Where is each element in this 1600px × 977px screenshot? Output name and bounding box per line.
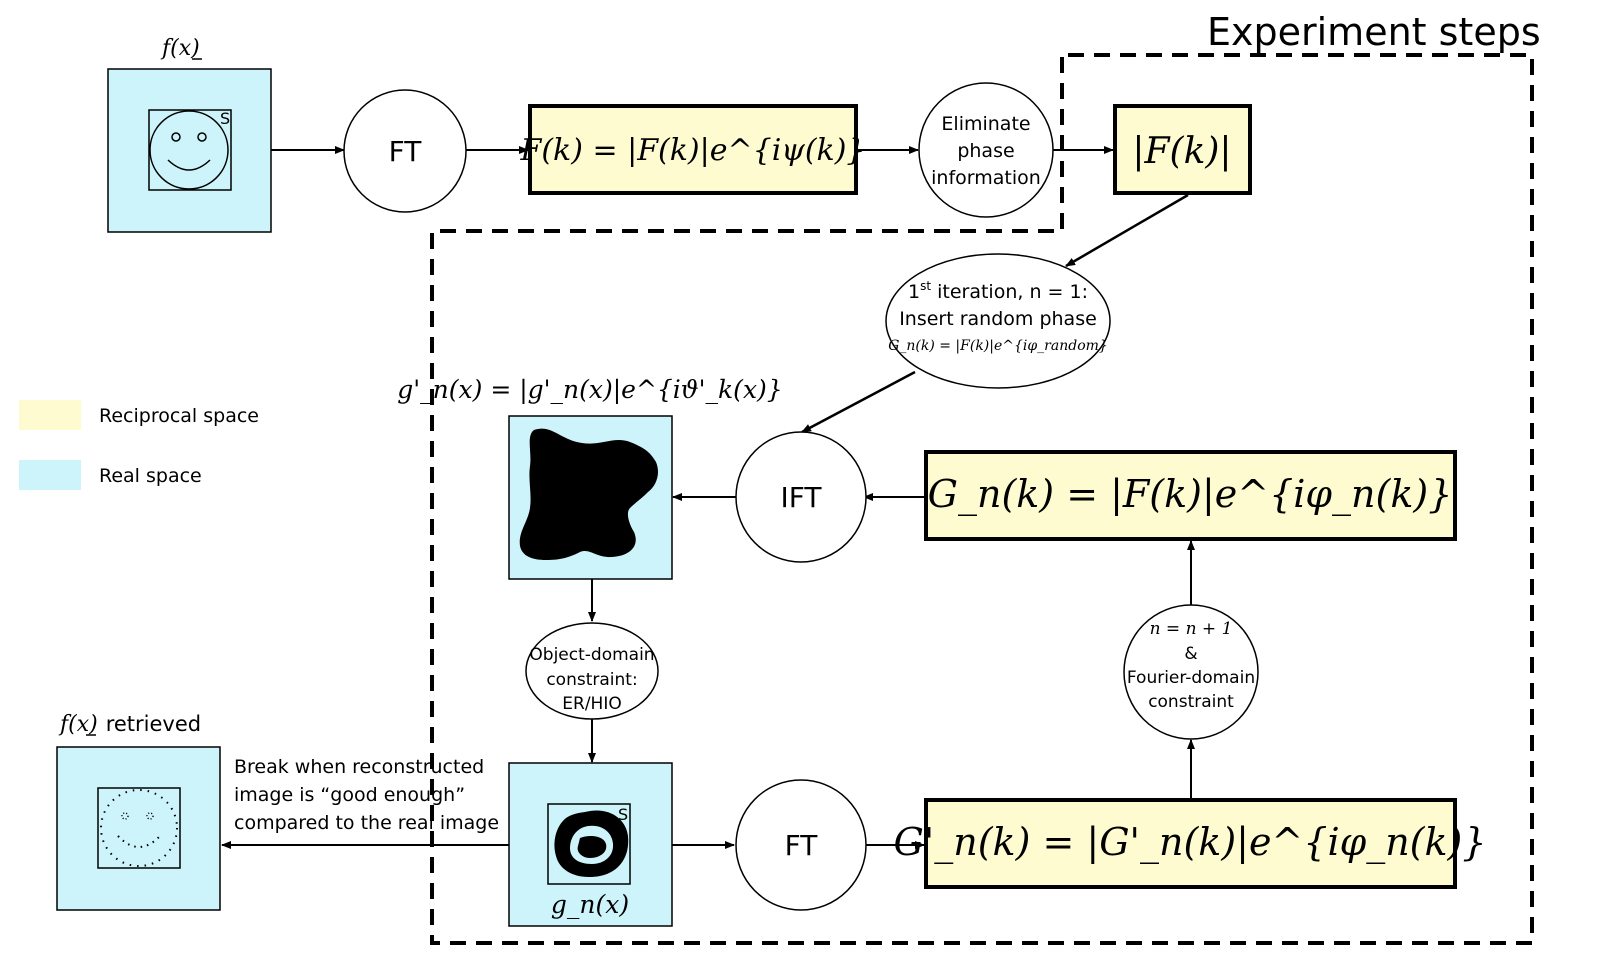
gn-real-label: g_n(x): [551, 890, 629, 919]
gprime-real-equation: g'_n(x) = |g'_n(x)|e^{iϑ'_k(x)}: [397, 375, 782, 405]
break-text-line-2: image is “good enough”: [234, 784, 465, 806]
diagram-title: Experiment steps: [1207, 10, 1541, 54]
eliminate-line-3: information: [931, 167, 1041, 189]
reconstructed-blob-icon: [519, 428, 659, 560]
iteration-line-1: 1st iteration, n = 1:: [908, 279, 1088, 303]
eliminate-line-1: Eliminate: [941, 113, 1030, 135]
gprime-fourier-box: [924, 798, 1457, 889]
iteration-line-3: G_n(k) = |F(k)|e^{iφ_random}: [888, 338, 1108, 354]
fourier-transform-box: [528, 104, 858, 195]
legend-reciprocal-label: Reciprocal space: [99, 405, 259, 427]
eliminate-line-2: phase: [957, 140, 1014, 162]
ft-label-bottom: FT: [785, 829, 819, 862]
input-function-label: f(x): [160, 36, 200, 61]
gn-fourier-equation: G_n(k) = |F(k)|e^{iφ_n(k)}: [928, 472, 1453, 517]
fourier-constraint-line-4: constraint: [1148, 692, 1234, 712]
ft-label-top: FT: [389, 135, 423, 168]
legend-reciprocal-swatch: [19, 400, 81, 430]
magnitude-box: [1113, 104, 1252, 195]
retrieved-support-box: [97, 787, 181, 869]
object-constraint-line-1: Object-domain: [529, 645, 654, 665]
break-text-line-1: Break when reconstructed: [234, 756, 484, 778]
retrieved-label: f(x)retrieved: [58, 712, 201, 737]
arrow-iteration-to-ift: [801, 370, 916, 434]
smiley-face-icon: [149, 110, 229, 190]
object-constraint-line-3: ER/HIO: [562, 694, 621, 714]
fourier-constraint-line-3: Fourier-domain: [1127, 668, 1255, 688]
gprime-fourier-equation: G'_n(k) = |G'_n(k)|e^{iφ_n(k)}: [893, 820, 1486, 865]
magnitude-equation: |F(k)|: [1132, 131, 1231, 172]
fourier-transform-equation: F(k) = |F(k)|e^{iψ(k)}: [520, 133, 866, 168]
gn-support-label: S: [618, 805, 628, 824]
iteration-line-2: Insert random phase: [899, 308, 1097, 330]
reconstruction-ring-icon: [554, 810, 629, 878]
retrieved-smiley-icon: [100, 789, 178, 867]
fourier-constraint-line-1: n = n + 1: [1150, 619, 1233, 639]
gn-fourier-box: [924, 450, 1457, 541]
fourier-constraint-line-2: &: [1184, 644, 1197, 664]
retrieved-object-box: [56, 746, 221, 911]
gn-support-box: [547, 803, 631, 885]
input-support-label: S: [220, 109, 230, 128]
experiment-steps-boundary: [430, 53, 1534, 945]
legend-real-swatch: [19, 460, 81, 490]
input-object-box: [107, 68, 272, 233]
input-support-box: [148, 109, 232, 191]
ift-label: IFT: [781, 481, 823, 514]
object-constraint-line-2: constraint:: [546, 670, 637, 690]
arrow-magnitude-to-iteration: [1065, 193, 1189, 268]
legend-real-label: Real space: [99, 465, 202, 487]
break-text-line-3: compared to the real image: [234, 812, 499, 834]
first-iteration-ellipse: [885, 253, 1111, 389]
